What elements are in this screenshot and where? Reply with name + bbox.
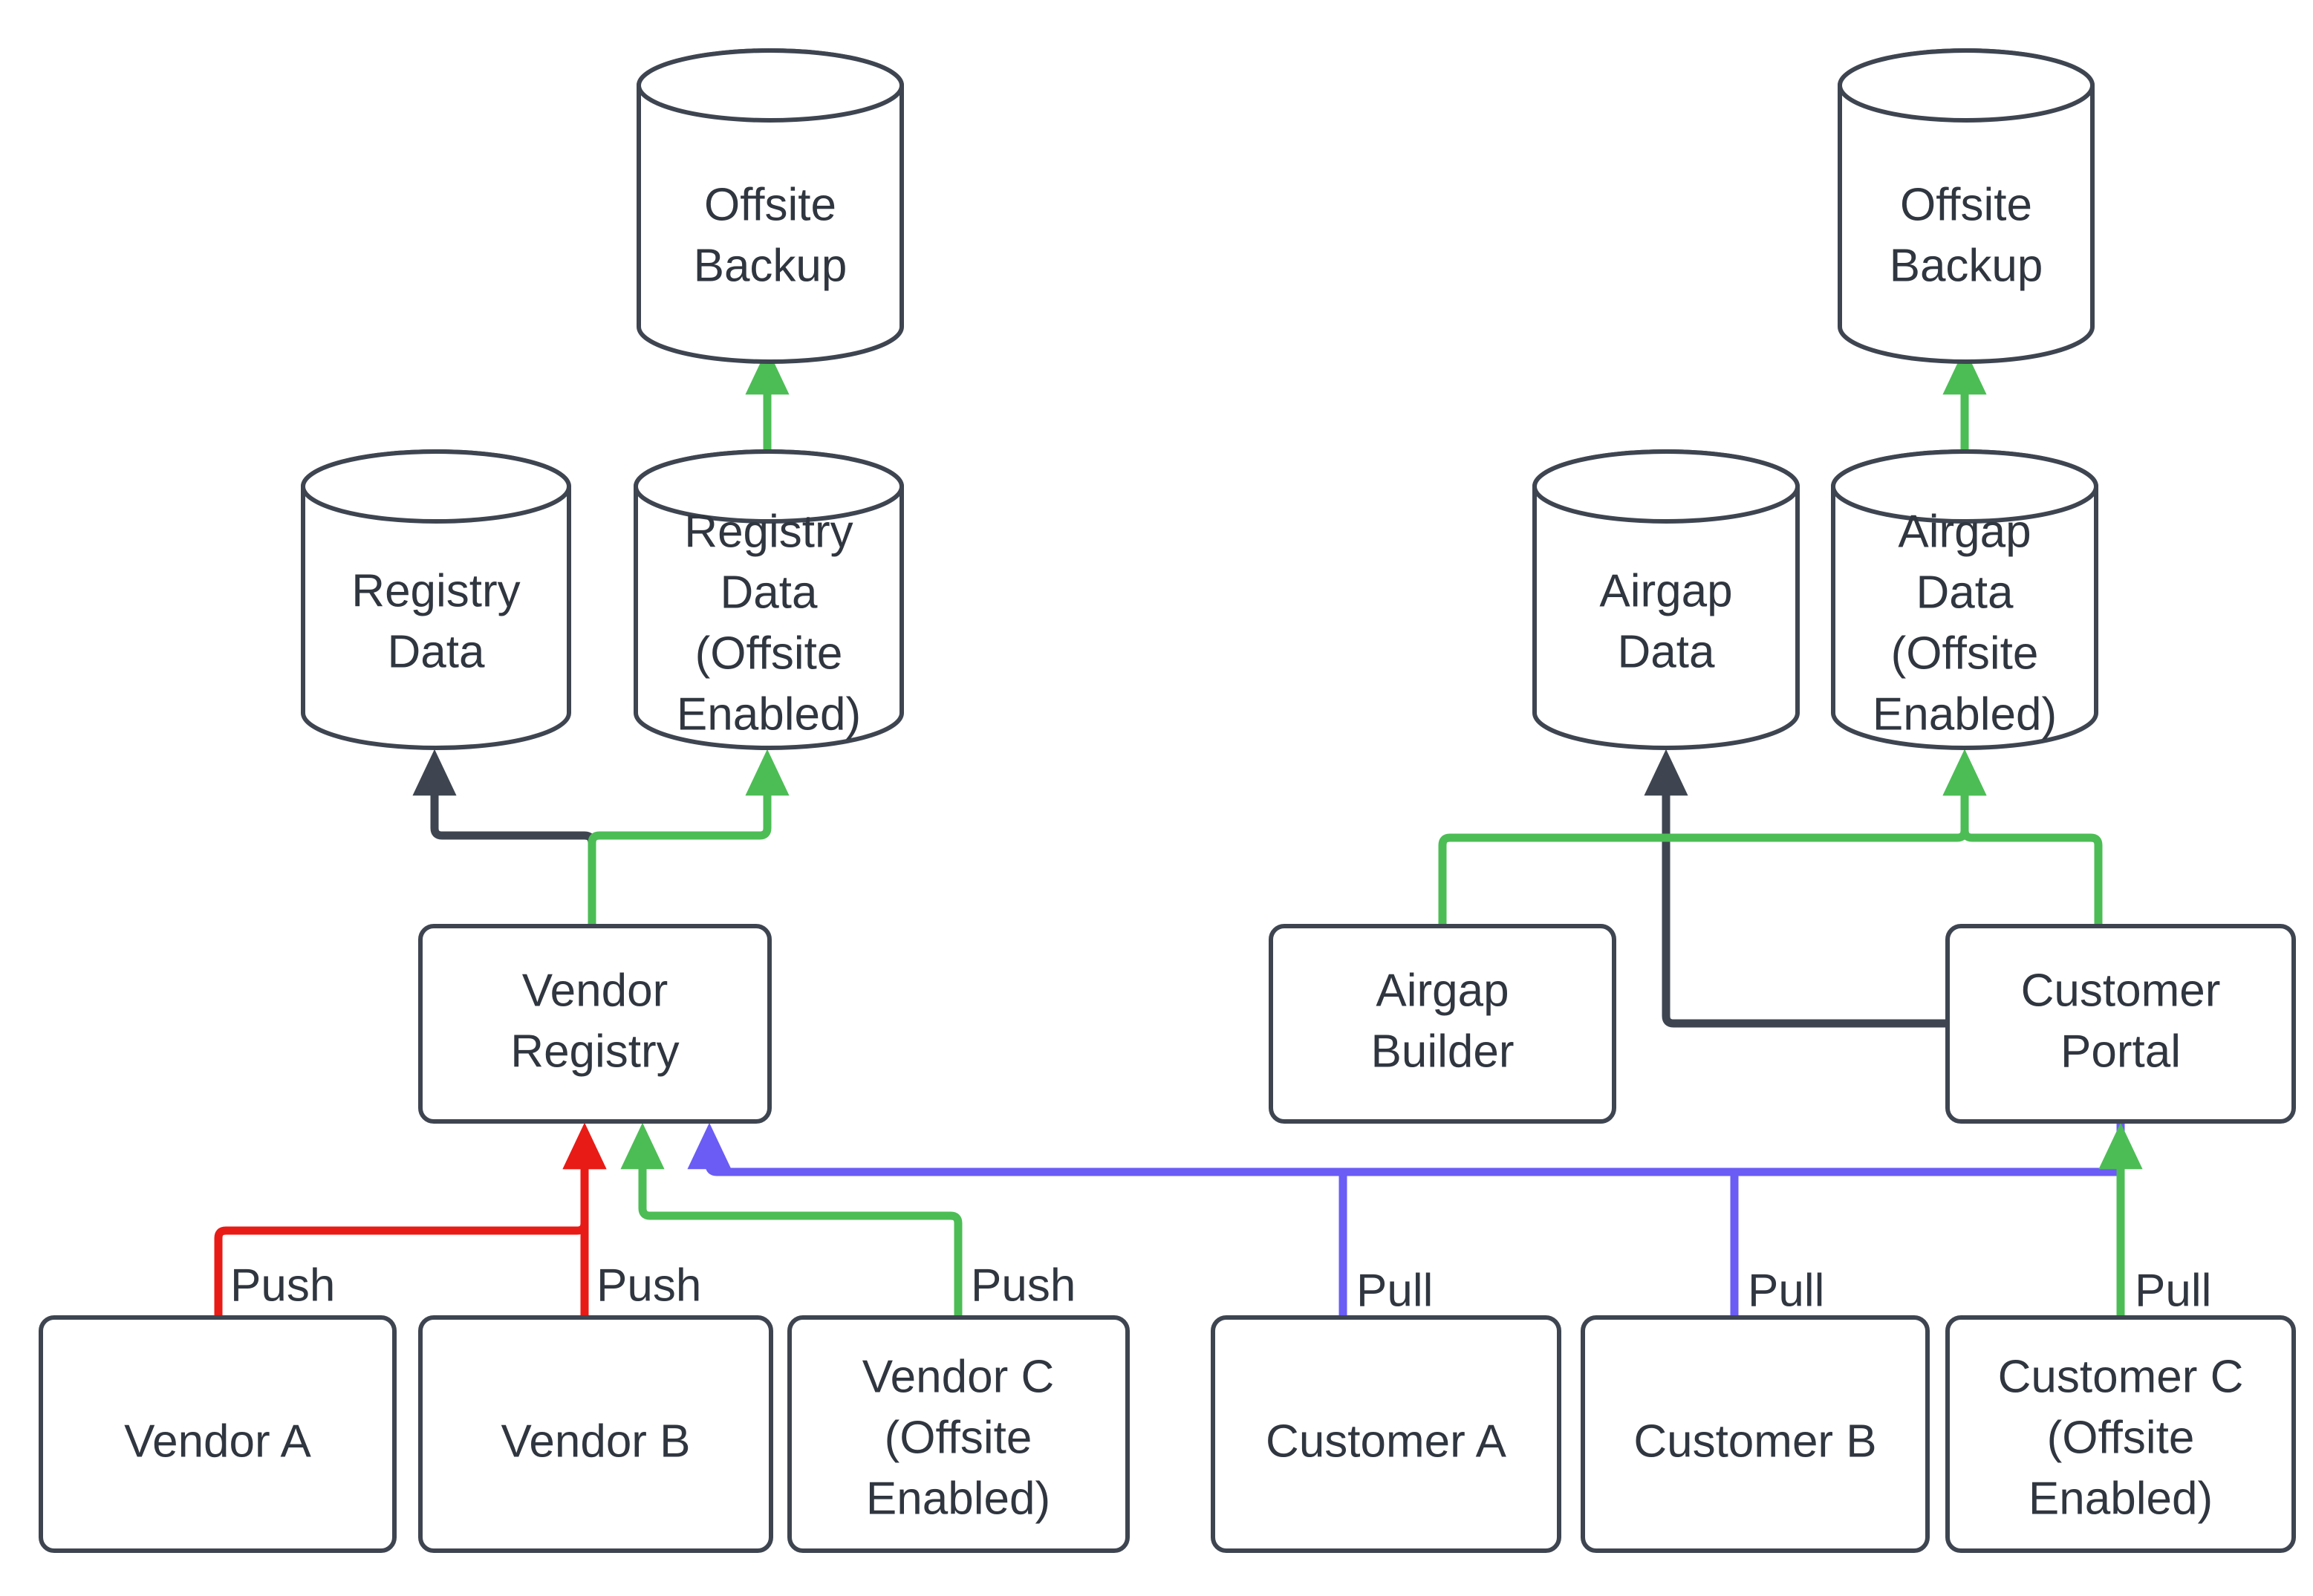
- node-airgap-builder[interactable]: Airgap Builder: [1269, 924, 1616, 1124]
- node-label: Offsite: [1900, 179, 2032, 230]
- node-label: Customer A: [1266, 1416, 1507, 1467]
- node-label: Builder: [1371, 1026, 1515, 1077]
- edge-label-pull-b: Pull: [1748, 1265, 1824, 1316]
- node-offsite-backup-left[interactable]: Offsite Backup: [637, 48, 904, 364]
- node-label: (Offsite: [1891, 628, 2039, 679]
- node-label: Backup: [1890, 240, 2043, 291]
- edge-vendor-registry-to-registry-data: [412, 749, 596, 925]
- node-customer-b[interactable]: Customer B: [1581, 1315, 1930, 1553]
- node-airgap-data-offsite[interactable]: Airgap Data (Offsite Enabled): [1831, 449, 2098, 750]
- edge-customer-portal-to-vendor-registry: [687, 1121, 2125, 1176]
- node-registry-data[interactable]: Registry Data: [301, 449, 571, 750]
- edge-label-layer: Push Push Push Pull Pull Pull: [230, 1260, 2211, 1316]
- edge-layer: [214, 348, 2143, 1316]
- node-label: Vendor: [522, 965, 668, 1016]
- node-customer-c[interactable]: Customer C (Offsite Enabled): [1945, 1315, 2296, 1553]
- node-label: Registry: [351, 565, 520, 616]
- node-label: Enabled): [1873, 688, 2057, 740]
- node-label: Portal: [2060, 1026, 2181, 1077]
- node-vendor-a[interactable]: Vendor A: [39, 1315, 397, 1553]
- edge-label-pull-c: Pull: [2135, 1265, 2211, 1316]
- node-label: Customer: [2021, 965, 2221, 1016]
- node-customer-portal[interactable]: Customer Portal: [1945, 924, 2296, 1124]
- node-label: Backup: [694, 240, 848, 291]
- node-label: Enabled): [866, 1473, 1050, 1524]
- edge-label-push-c: Push: [971, 1260, 1076, 1311]
- edge-customer-portal-to-airgap-data-offsite: [1942, 749, 2103, 925]
- edge-airgap-builder-to-airgap-data-offsite: [1438, 749, 1987, 925]
- node-label: (Offsite: [695, 628, 843, 679]
- node-offsite-backup-right[interactable]: Offsite Backup: [1838, 48, 2095, 364]
- node-label: Enabled): [2029, 1473, 2213, 1524]
- node-label: Registry: [510, 1026, 679, 1077]
- edge-vendor-c-push: [620, 1122, 963, 1316]
- node-label: Offsite: [704, 179, 836, 230]
- node-label: Data: [1618, 626, 1715, 677]
- node-label: Vendor B: [501, 1416, 690, 1467]
- edge-customer-portal-to-airgap-data: [1644, 749, 1946, 1028]
- node-label: Data: [388, 626, 485, 677]
- node-label: (Offsite: [885, 1412, 1032, 1463]
- node-vendor-registry[interactable]: Vendor Registry: [418, 924, 772, 1124]
- node-label: Customer C: [1998, 1351, 2244, 1402]
- node-vendor-b[interactable]: Vendor B: [418, 1315, 773, 1553]
- node-label: Data: [1916, 567, 2014, 618]
- node-label: (Offsite: [2047, 1412, 2195, 1463]
- node-registry-data-offsite[interactable]: Registry Data (Offsite Enabled): [634, 449, 904, 750]
- node-label: Airgap: [1599, 565, 1732, 616]
- node-label: Airgap: [1898, 506, 2031, 557]
- edge-label-push-a: Push: [230, 1260, 335, 1311]
- edge-vendor-registry-to-registry-data-offsite: [588, 749, 790, 925]
- node-label: Vendor C: [862, 1351, 1055, 1402]
- node-airgap-data[interactable]: Airgap Data: [1532, 449, 1800, 750]
- node-customer-a[interactable]: Customer A: [1211, 1315, 1561, 1553]
- node-label: Registry: [684, 506, 853, 557]
- node-label: Customer B: [1633, 1416, 1876, 1467]
- node-label: Airgap: [1376, 965, 1509, 1016]
- node-label: Data: [720, 567, 818, 618]
- node-label: Enabled): [677, 688, 861, 740]
- edge-label-push-b: Push: [596, 1260, 701, 1311]
- node-label: Vendor A: [124, 1416, 311, 1467]
- node-vendor-c[interactable]: Vendor C (Offsite Enabled): [787, 1315, 1130, 1553]
- edge-label-pull-a: Pull: [1356, 1265, 1433, 1316]
